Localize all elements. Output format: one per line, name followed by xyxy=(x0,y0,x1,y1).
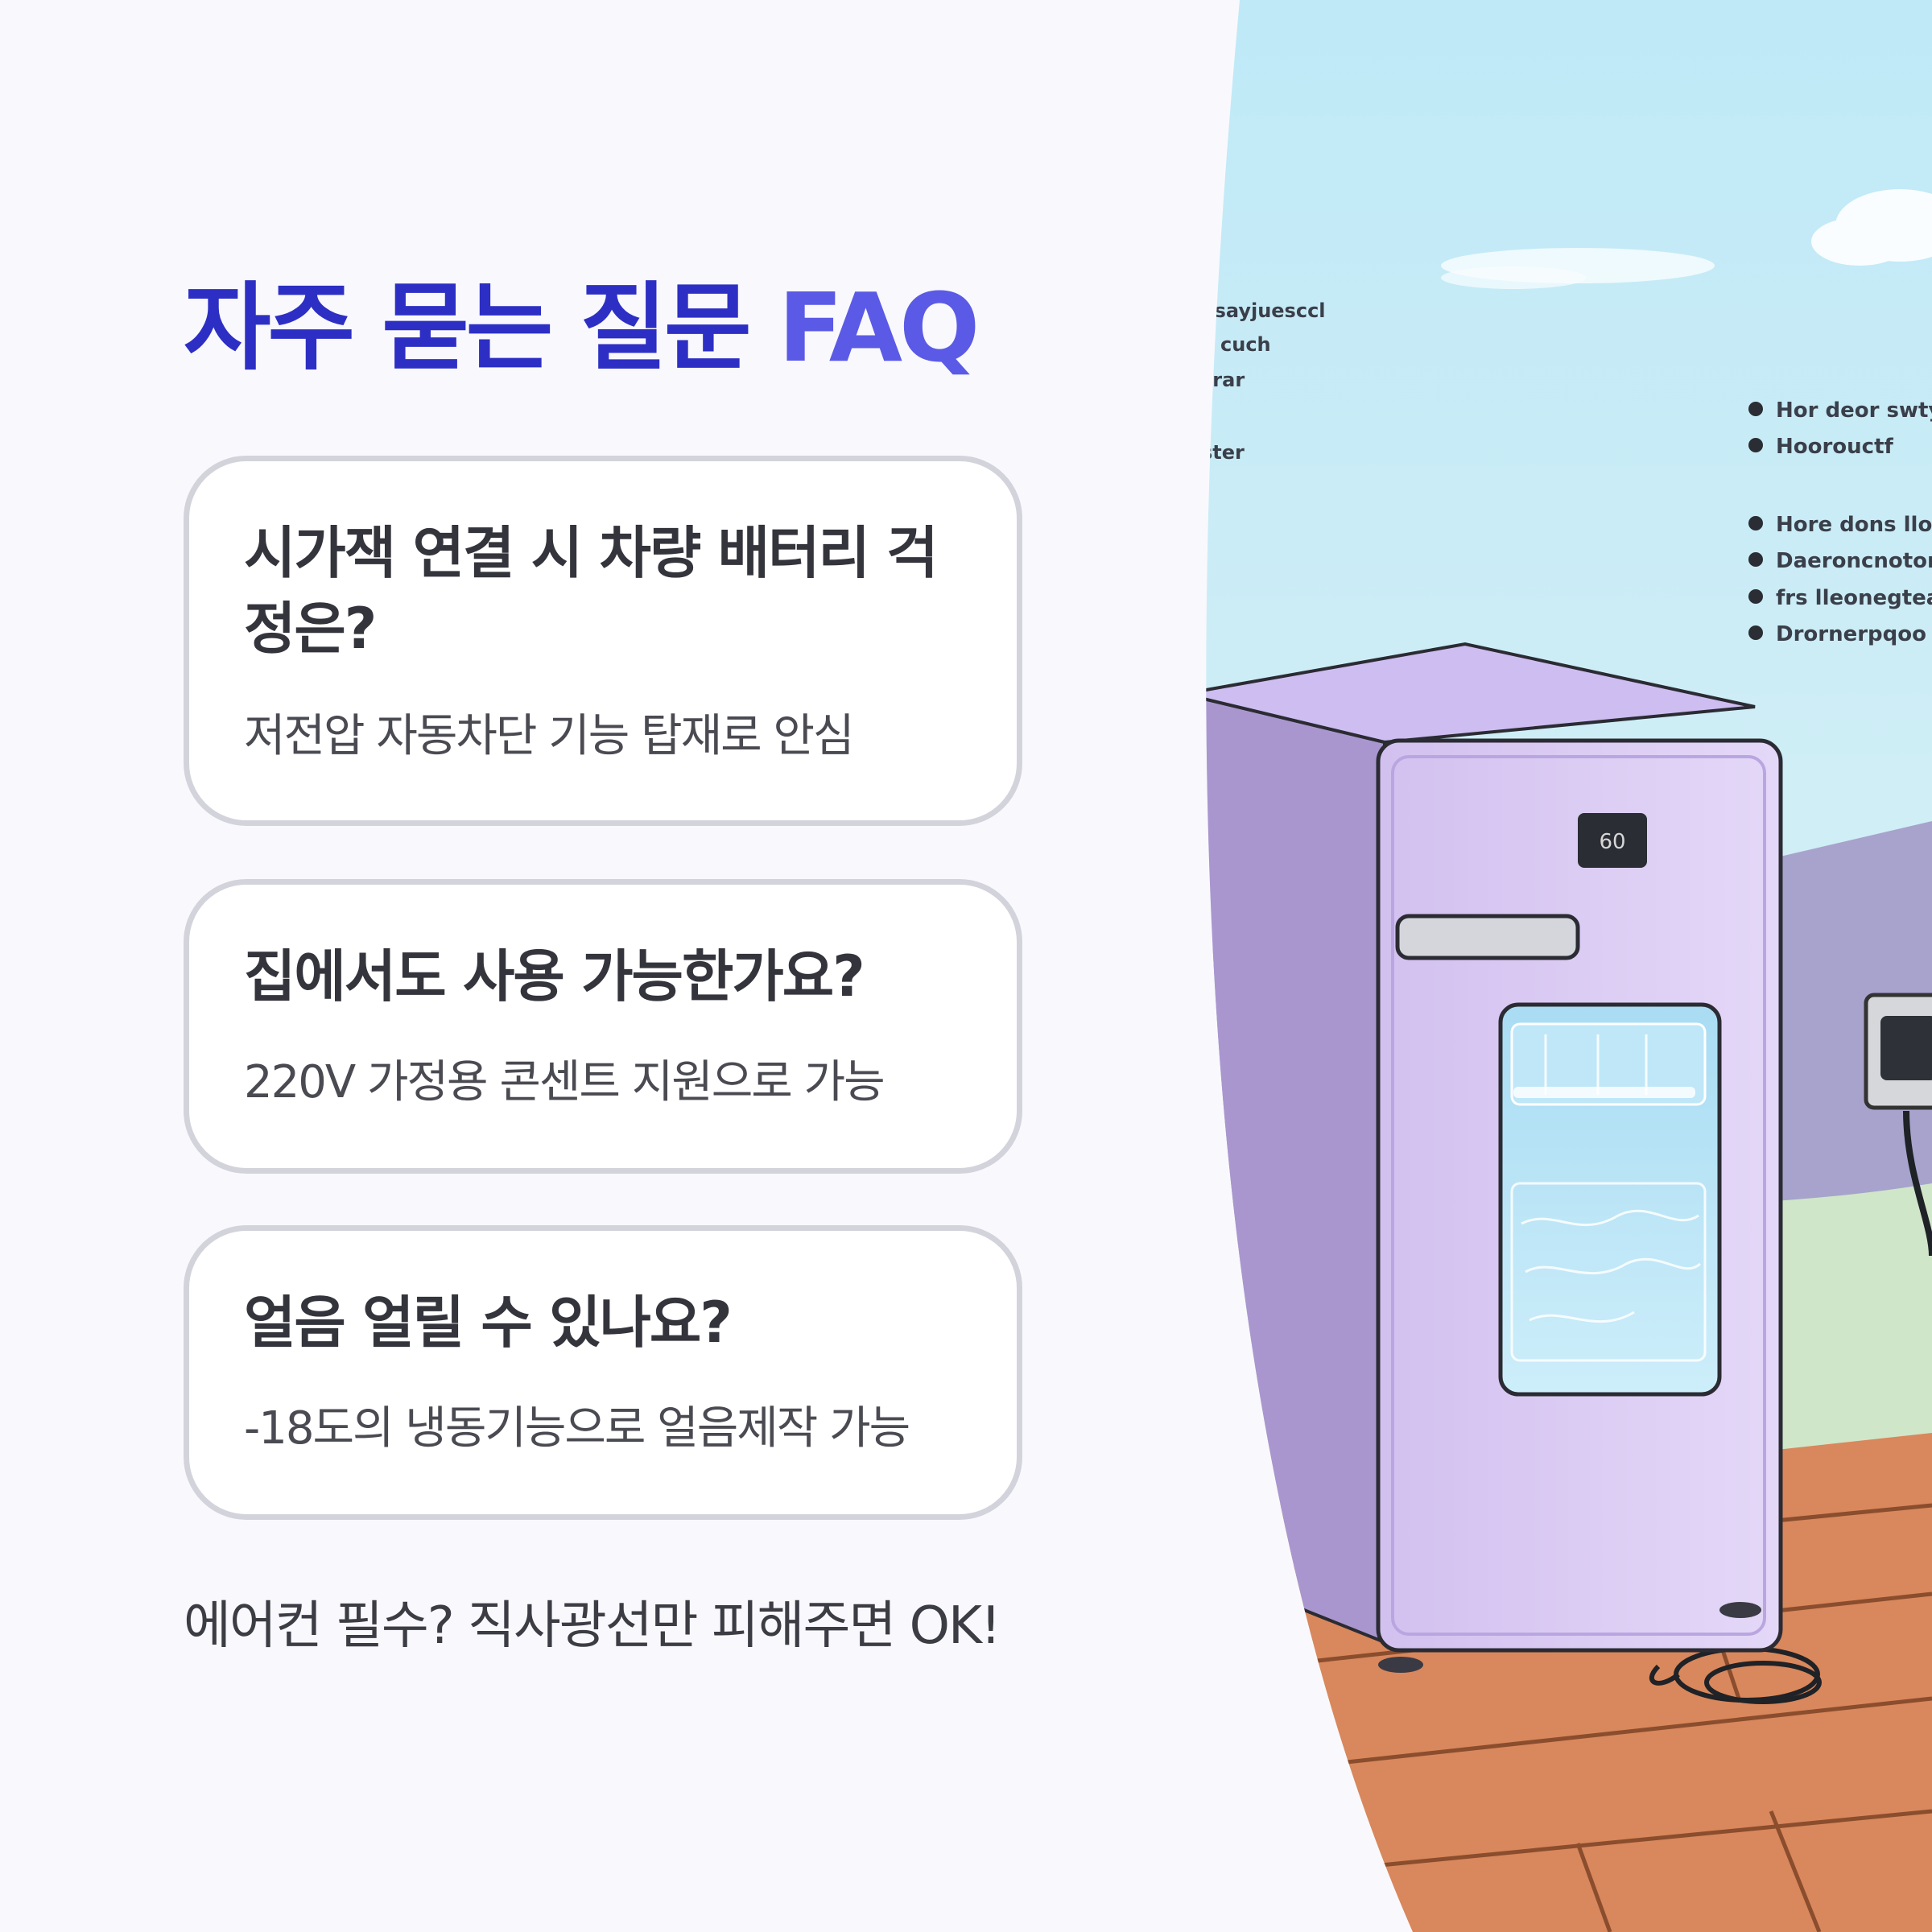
faq-question: 시가잭 연결 시 차량 배터리 걱정은? xyxy=(244,520,939,662)
power-outlet xyxy=(1864,993,1932,1257)
door-handle xyxy=(1395,914,1580,960)
illustration-bullet-4: Daeroncnotoras e xyxy=(1776,549,1932,573)
fridge-side xyxy=(1206,691,1386,1645)
faq-card-ice: 얼음 얼릴 수 있나요? -18도의 냉동기능으로 얼음제작 가능 xyxy=(184,1225,1022,1520)
illustration-note-3: srar xyxy=(1201,369,1245,391)
illustration-note-4: ster xyxy=(1201,441,1245,464)
page-title: 자주 묻는 질문 FAQ xyxy=(184,272,980,383)
faq-answer: -18도의 냉동기능으로 얼음제작 가능 xyxy=(244,1402,910,1455)
faq-question: 얼음 얼릴 수 있나요? xyxy=(244,1290,733,1356)
faq-card-home-use: 집에서도 사용 가능한가요? 220V 가정용 콘센트 지원으로 가능 xyxy=(184,879,1022,1174)
cloud-shapes xyxy=(1441,189,1932,289)
page-title-korean: 자주 묻는 질문 xyxy=(184,272,752,383)
display-label: 60 xyxy=(1599,830,1625,854)
faq-card-battery: 시가잭 연결 시 차량 배터리 걱정은? 저전압 자동차단 기능 탑재로 안심 xyxy=(184,456,1022,826)
illustration-bullet-1: Hor deor swty s xyxy=(1776,398,1932,423)
illustration-bullet-2: Hoorouctf xyxy=(1776,435,1894,459)
faq-question: 집에서도 사용 가능한가요? xyxy=(244,943,865,1009)
illustration-bullet-3: Hore dons llore xyxy=(1776,513,1932,537)
illustration-bullet-6: Drornerpqoo xyxy=(1776,622,1926,646)
faq-answer: 220V 가정용 콘센트 지원으로 가능 xyxy=(244,1055,886,1108)
footer-note: 에어컨 필수? 직사광선만 피해주면 OK! xyxy=(184,1596,1001,1656)
illustration-note-1: l sayjuesccl xyxy=(1201,299,1326,322)
fridge-top xyxy=(1206,642,1756,745)
faq-answer: 저전압 자동차단 기능 탑재로 안심 xyxy=(244,709,854,762)
temperature-display xyxy=(1578,813,1647,868)
illustration-bullet-5: frs lleonegtear m xyxy=(1776,586,1932,610)
page-title-faq: FAQ xyxy=(778,272,980,383)
illustration-note-2: y cuch xyxy=(1201,333,1271,356)
